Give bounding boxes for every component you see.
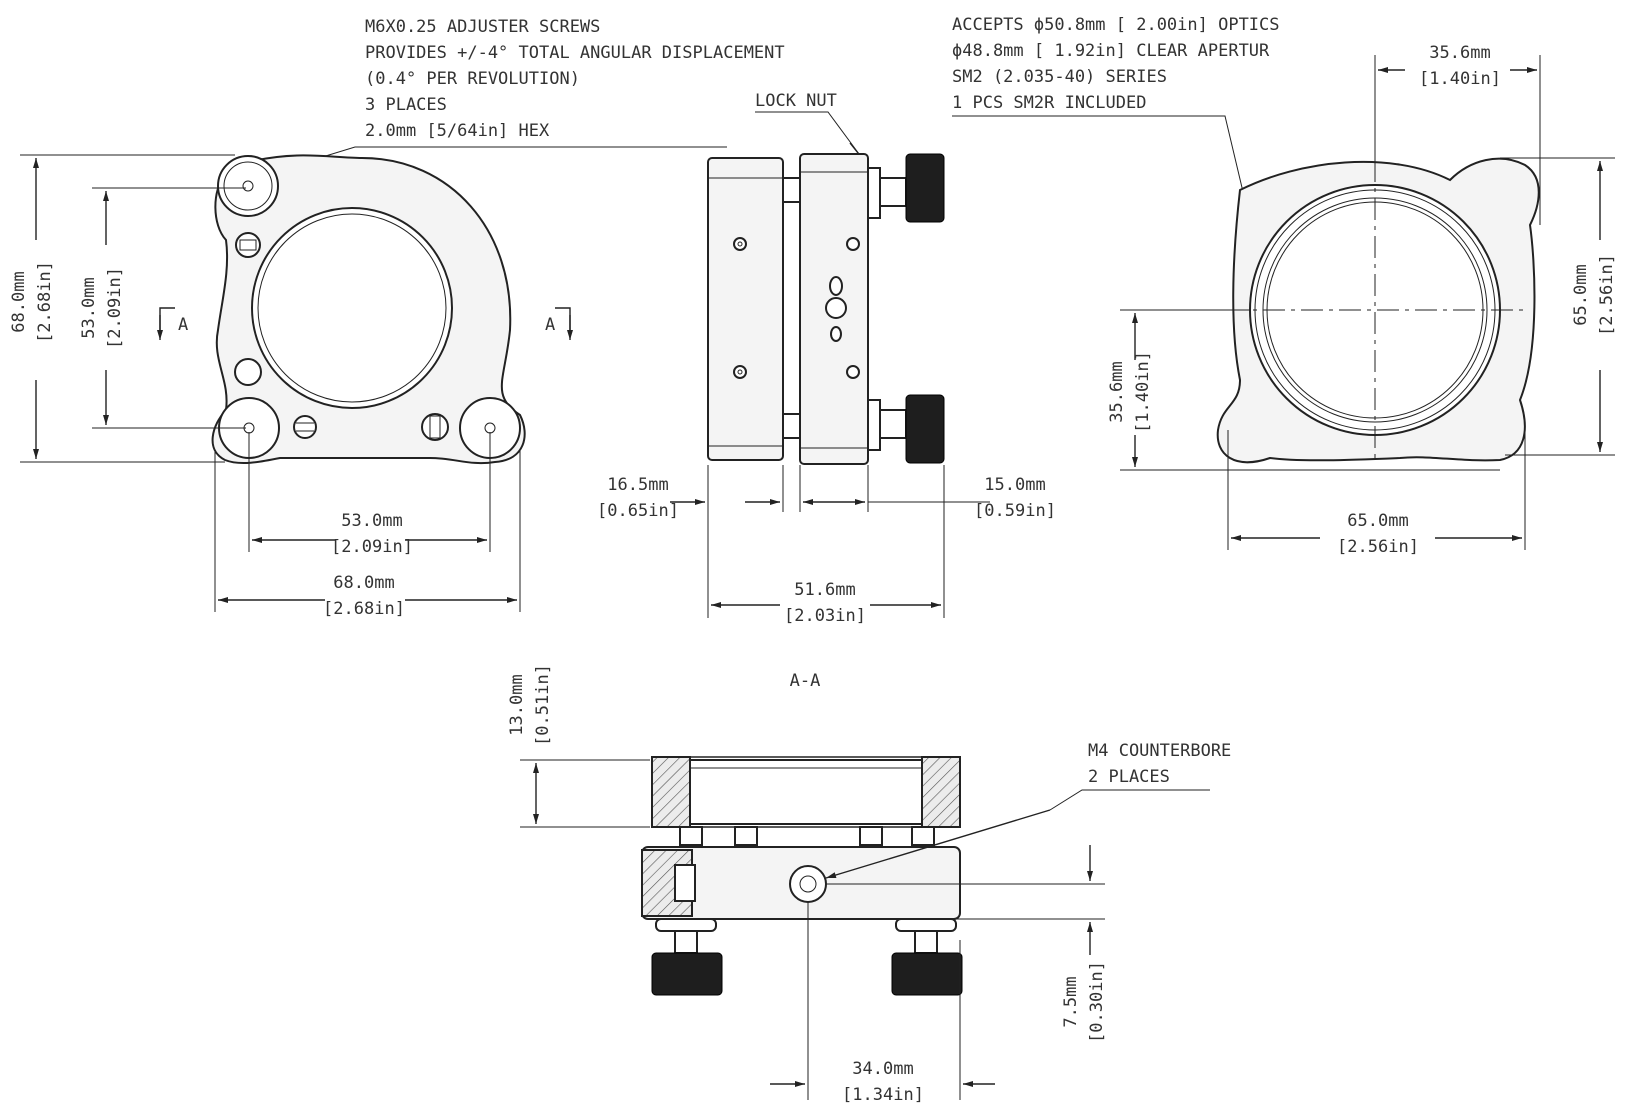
svg-text:68.0mm: 68.0mm (9, 271, 29, 332)
adjuster-note-line-5: 2.0mm [5/64in] HEX (365, 121, 550, 141)
svg-text:[2.68in]: [2.68in] (323, 599, 405, 619)
section-view: A-A M4 COUNTERBORE 2 PLACES (507, 664, 1231, 1105)
dim-front-height-inner: 53.0mm [2.09in] (79, 187, 246, 429)
svg-text:[0.30in]: [0.30in] (1087, 961, 1107, 1043)
front-aperture (251, 207, 453, 409)
dim-side-total: 51.6mm [2.03in] (711, 465, 945, 626)
dim-side-right: 15.0mm [0.59in] (799, 465, 1056, 521)
svg-text:53.0mm: 53.0mm (79, 277, 99, 338)
front-setscrew-left (293, 415, 317, 439)
front-view: M6X0.25 ADJUSTER SCREWS PROVIDES +/-4° T… (9, 17, 785, 619)
side-front-plate (707, 157, 784, 461)
svg-text:[2.56in]: [2.56in] (1597, 254, 1617, 336)
svg-text:[1.34in]: [1.34in] (842, 1085, 924, 1105)
svg-text:34.0mm: 34.0mm (852, 1059, 913, 1079)
adjuster-note-line-2: PROVIDES +/-4° TOTAL ANGULAR DISPLACEMEN… (365, 43, 785, 63)
svg-text:[0.65in]: [0.65in] (597, 501, 679, 521)
rear-view: ACCEPTS ϕ50.8mm [ 2.00in] OPTICS ϕ48.8mm… (952, 15, 1617, 557)
svg-text:35.6mm: 35.6mm (1429, 43, 1490, 63)
adjuster-note-line-1: M6X0.25 ADJUSTER SCREWS (365, 17, 600, 37)
section-optic-slot (689, 759, 923, 825)
adjuster-knob-top (217, 155, 279, 217)
dim-rear-bottom: 65.0mm [2.56in] (1227, 430, 1526, 557)
svg-text:[1.40in]: [1.40in] (1419, 69, 1501, 89)
svg-text:51.6mm: 51.6mm (794, 580, 855, 600)
dim-side-left: 16.5mm [0.65in] (597, 465, 784, 618)
svg-text:65.0mm: 65.0mm (1571, 264, 1591, 325)
section-title: A-A (790, 671, 821, 691)
svg-text:65.0mm: 65.0mm (1347, 511, 1408, 531)
svg-text:35.6mm: 35.6mm (1107, 361, 1127, 422)
svg-text:[1.40in]: [1.40in] (1133, 351, 1153, 433)
svg-text:[2.09in]: [2.09in] (105, 267, 125, 349)
dim-rear-right: 65.0mm [2.56in] (1500, 157, 1617, 456)
svg-text:A: A (178, 315, 188, 335)
counterbore-note-line-2: 2 PLACES (1088, 767, 1170, 787)
svg-text:[2.03in]: [2.03in] (784, 606, 866, 626)
dim-rear-top: 35.6mm [1.40in] (1374, 43, 1541, 225)
side-knurled-knob-bottom (905, 394, 945, 464)
section-mark-left: A (157, 307, 188, 340)
svg-text:A: A (545, 315, 555, 335)
svg-text:[2.68in]: [2.68in] (35, 261, 55, 343)
svg-text:[2.56in]: [2.56in] (1337, 537, 1419, 557)
section-top-plate-right (921, 756, 961, 828)
section-knob-right (891, 952, 963, 996)
svg-text:7.5mm: 7.5mm (1061, 976, 1081, 1027)
dim-front-height-outer: 68.0mm [2.68in] (9, 154, 235, 463)
section-counterbore (789, 865, 827, 903)
front-setscrew-right (421, 413, 449, 441)
svg-text:15.0mm: 15.0mm (984, 475, 1045, 495)
side-knurled-knob-top (905, 153, 945, 223)
dim-front-width-inner: 53.0mm [2.09in] (248, 432, 491, 557)
section-knob-left (651, 952, 723, 996)
svg-text:[0.59in]: [0.59in] (974, 501, 1056, 521)
svg-text:68.0mm: 68.0mm (333, 573, 394, 593)
side-lock-nut-bottom (867, 399, 881, 451)
dim-front-width-outer: 68.0mm [2.68in] (214, 450, 521, 619)
svg-text:[2.09in]: [2.09in] (331, 537, 413, 557)
section-top-plate-left (651, 756, 691, 828)
counterbore-note-line-1: M4 COUNTERBORE (1088, 741, 1231, 761)
svg-text:16.5mm: 16.5mm (607, 475, 668, 495)
accepts-note-line-1: ACCEPTS ϕ50.8mm [ 2.00in] OPTICS (952, 15, 1280, 35)
dim-section-height: 13.0mm [0.51in] (507, 664, 650, 828)
accepts-note-line-3: SM2 (2.035-40) SERIES (952, 67, 1167, 87)
svg-text:13.0mm: 13.0mm (507, 674, 527, 735)
adjuster-note-line-3: (0.4° PER REVOLUTION) (365, 69, 580, 89)
adjuster-note-line-4: 3 PLACES (365, 95, 447, 115)
side-lock-nut-top (867, 167, 881, 219)
svg-text:[0.51in]: [0.51in] (533, 664, 553, 746)
lock-nut-label: LOCK NUT (755, 91, 837, 111)
dim-section-offset: 7.5mm [0.30in] (826, 845, 1107, 1043)
section-mark-right: A (545, 307, 573, 340)
accepts-note-line-2: ϕ48.8mm [ 1.92in] CLEAR APERTUR (952, 41, 1270, 61)
accepts-note-line-4: 1 PCS SM2R INCLUDED (952, 93, 1146, 113)
side-view: LOCK NUT 16.5m (597, 91, 1056, 626)
dim-rear-left: 35.6mm [1.40in] (1107, 309, 1500, 471)
dim-section-width: 34.0mm [1.34in] (770, 902, 995, 1105)
svg-text:53.0mm: 53.0mm (341, 511, 402, 531)
